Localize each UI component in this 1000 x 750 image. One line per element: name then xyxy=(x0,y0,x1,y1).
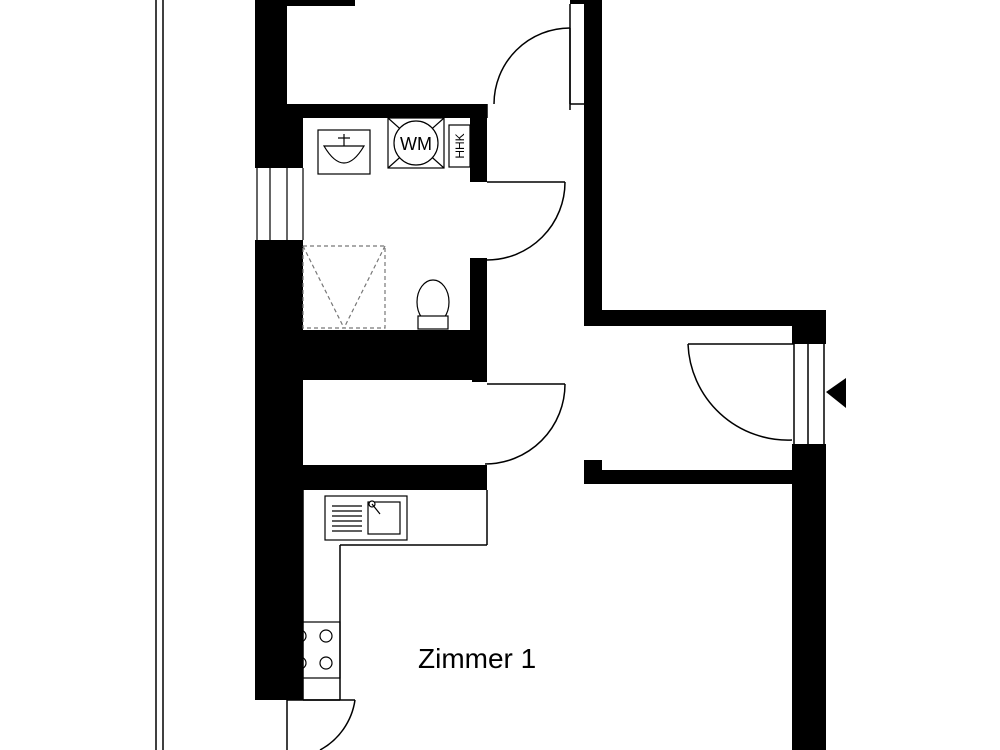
door-bottom xyxy=(287,699,356,750)
doors xyxy=(287,27,794,750)
entrance-arrow-icon xyxy=(826,378,846,408)
window xyxy=(256,168,304,240)
door-storage xyxy=(484,383,566,465)
door-bathroom xyxy=(486,181,566,261)
hhk-box xyxy=(448,124,471,168)
door-entrance xyxy=(687,343,794,441)
room-label-zimmer-1: Zimmer 1 xyxy=(418,643,536,674)
washbasin-icon xyxy=(317,129,371,175)
washing-machine-label: WM xyxy=(400,134,432,154)
kitchen-sink-icon xyxy=(324,495,408,541)
hhk-label: HHK xyxy=(453,133,467,158)
washing-machine-icon xyxy=(387,117,445,169)
walls xyxy=(255,0,826,750)
toilet-icon xyxy=(416,279,450,330)
stove-icon xyxy=(287,621,341,679)
door-top xyxy=(493,27,571,105)
shower-tray-icon xyxy=(302,245,386,329)
